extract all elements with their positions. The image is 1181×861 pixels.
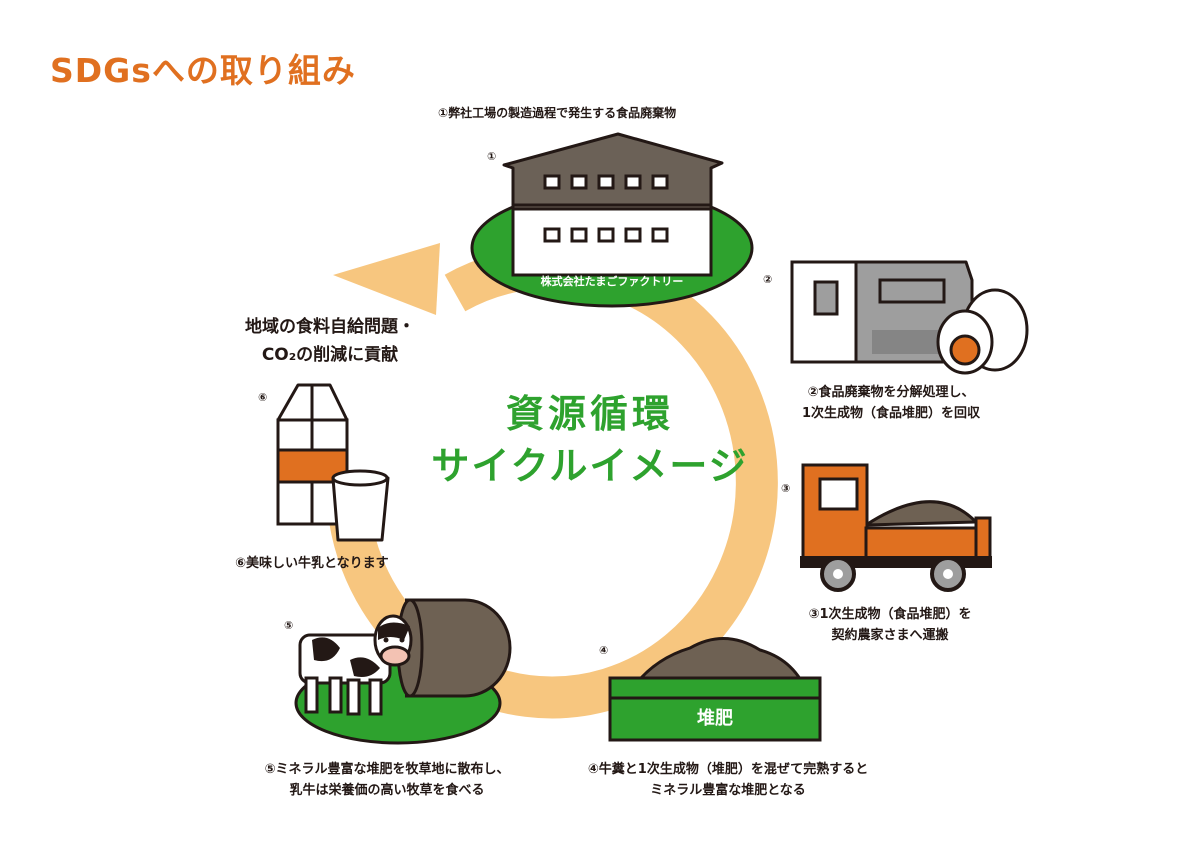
page-title: SDGsへの取り組み <box>50 51 356 90</box>
caption-line: 契約農家さまへ運搬 <box>831 628 949 643</box>
processing-machine-illustration <box>790 260 1029 375</box>
impact-text: 地域の食料自給問題・ CO₂の削減に貢献 <box>215 313 445 369</box>
step-number-1: ① <box>487 150 497 163</box>
compost-bin-illustration <box>608 637 822 742</box>
center-title-line-1: 資源循環 <box>505 392 674 436</box>
step-2-caption: ②食品廃棄物を分解処理し、 1次生成物（食品堆肥）を回収 <box>766 382 1016 424</box>
caption-line: ⑥美味しい牛乳となります <box>235 556 389 571</box>
truck-illustration <box>800 463 992 592</box>
caption-line: ミネラル豊富な堆肥となる <box>650 783 806 798</box>
factory-label: 株式会社たまごファクトリー <box>540 275 684 288</box>
caption-line: ⑤ミネラル豊富な堆肥を牧草地に散布し、 <box>264 762 510 777</box>
caption-line: ④牛糞と1次生成物（堆肥）を混ぜて完熟すると <box>587 762 869 777</box>
step-number-5: ⑤ <box>284 619 294 632</box>
impact-line-2: CO₂の削減に貢献 <box>261 345 399 365</box>
step-number-4: ④ <box>599 644 609 657</box>
caption-line: ②食品廃棄物を分解処理し、 <box>807 385 975 400</box>
step-3-caption: ③1次生成物（食品堆肥）を 契約農家さまへ運搬 <box>780 604 1000 646</box>
step-4-caption: ④牛糞と1次生成物（堆肥）を混ぜて完熟すると ミネラル豊富な堆肥となる <box>553 759 903 801</box>
impact-line-1: 地域の食料自給問題・ <box>245 317 415 337</box>
milk-illustration <box>276 383 390 542</box>
caption-line: ③1次生成物（食品堆肥）を <box>808 607 972 622</box>
factory-illustration <box>470 132 754 308</box>
compost-label: 堆肥 <box>697 708 733 729</box>
caption-line: 1次生成物（食品堆肥）を回収 <box>801 406 981 421</box>
caption-line: ①弊社工場の製造過程で発生する食品廃棄物 <box>438 106 677 120</box>
step-number-3: ③ <box>781 482 791 495</box>
caption-line: 乳牛は栄養価の高い牧草を食べる <box>289 783 485 798</box>
step-6-caption: ⑥美味しい牛乳となります <box>235 553 389 574</box>
step-1-caption: ①弊社工場の製造過程で発生する食品廃棄物 <box>438 103 676 124</box>
step-number-6: ⑥ <box>258 391 268 404</box>
cow-pasture-illustration <box>294 598 512 745</box>
cycle-center-title: 資源循環 サイクルイメージ <box>400 388 780 492</box>
center-title-line-2: サイクルイメージ <box>431 444 749 488</box>
step-number-2: ② <box>763 273 773 286</box>
step-5-caption: ⑤ミネラル豊富な堆肥を牧草地に散布し、 乳牛は栄養価の高い牧草を食べる <box>232 759 542 801</box>
